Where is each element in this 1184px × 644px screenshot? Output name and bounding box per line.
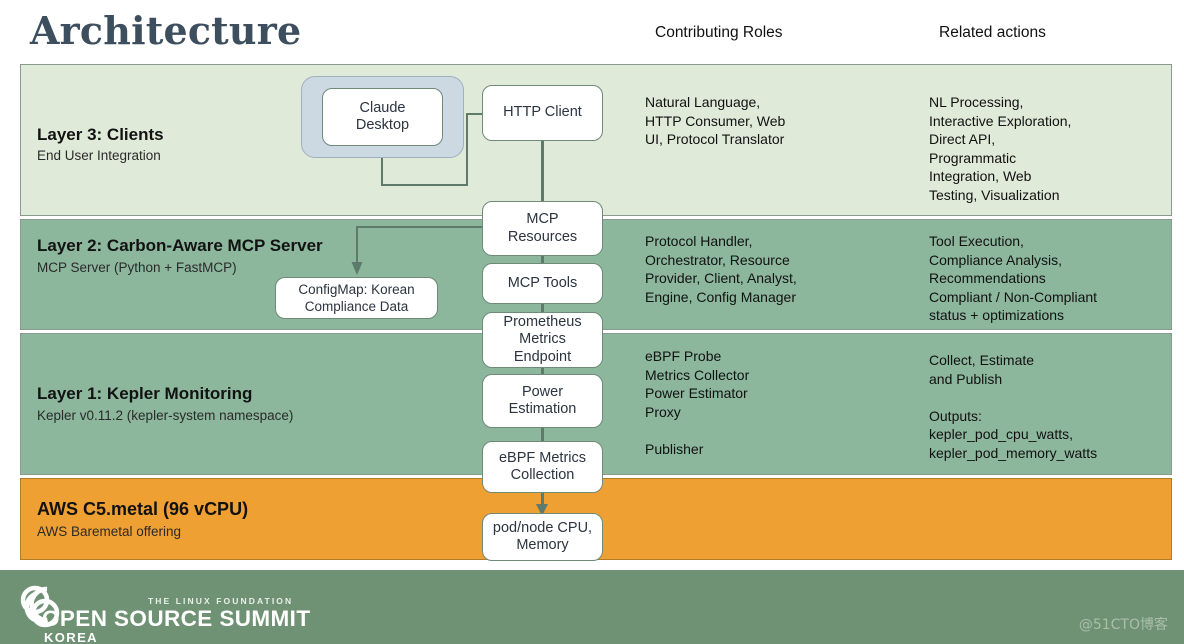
roles-text-layer-3: Natural Language, HTTP Consumer, Web UI,… xyxy=(645,94,786,148)
watermark: @51CTO博客 xyxy=(1078,617,1168,633)
roles-text-layer-1: eBPF Probe Metrics Collector Power Estim… xyxy=(645,348,750,457)
layer-subtitle-2: MCP Server (Python + FastMCP) xyxy=(37,260,237,275)
arrowhead-to-configmap xyxy=(351,262,363,275)
connector-claude-right xyxy=(381,184,468,186)
connector-tools-to-prometheus xyxy=(541,303,544,313)
node-prometheus-metrics-endpoint[interactable]: Prometheus Metrics Endpoint xyxy=(482,312,603,368)
connector-http-to-mcp-resources xyxy=(541,140,544,202)
logo-region-text: KOREA xyxy=(44,630,98,644)
node-mcp-tools[interactable]: MCP Tools xyxy=(482,263,603,304)
connector-power-to-ebpf xyxy=(541,427,544,442)
layer-title-1: Layer 1: Kepler Monitoring xyxy=(37,384,253,403)
connector-claude-up-to-http xyxy=(466,113,468,185)
page-title: Architecture xyxy=(30,8,302,53)
actions-text-layer-2: Tool Execution, Compliance Analysis, Rec… xyxy=(929,233,1098,324)
connector-claude-down xyxy=(381,146,383,186)
node-configmap-korean-compliance[interactable]: ConfigMap: Korean Compliance Data xyxy=(275,277,438,319)
logo-summit-text: OPEN SOURCE SUMMIT xyxy=(42,606,311,631)
layer-subtitle-1: Kepler v0.11.2 (kepler-system namespace) xyxy=(37,408,294,423)
layer-subtitle-0: AWS Baremetal offering xyxy=(37,524,182,539)
node-ebpf-metrics-collection[interactable]: eBPF Metrics Collection xyxy=(482,441,603,493)
layer-subtitle-3: End User Integration xyxy=(37,148,161,163)
connector-ebpf-to-podnode xyxy=(541,492,544,508)
connector-into-http-client xyxy=(466,113,484,115)
connector-configmap-horizontal xyxy=(356,226,484,228)
layer-title-2: Layer 2: Carbon-Aware MCP Server xyxy=(37,236,323,255)
open-source-summit-logo-icon xyxy=(20,585,60,628)
connector-prometheus-to-power xyxy=(541,367,544,375)
connector-resources-to-tools xyxy=(541,255,544,264)
layer-title-3: Layer 3: Clients xyxy=(37,125,164,144)
node-power-estimation[interactable]: Power Estimation xyxy=(482,374,603,428)
layer-title-0: AWS C5.metal (96 vCPU) xyxy=(37,499,249,519)
column-header-contributing-roles: Contributing Roles xyxy=(655,24,783,41)
roles-text-layer-2: Protocol Handler, Orchestrator, Resource… xyxy=(645,233,797,305)
footer-band: THE LINUX FOUNDATION OPEN SOURCE SUMMIT … xyxy=(0,570,1184,644)
connector-configmap-vertical xyxy=(356,226,358,266)
actions-text-layer-1: Collect, Estimate and Publish Outputs: k… xyxy=(929,352,1098,461)
column-header-related-actions: Related actions xyxy=(939,24,1046,41)
node-claude-desktop[interactable]: Claude Desktop xyxy=(322,88,443,146)
actions-text-layer-3: NL Processing, Interactive Exploration, … xyxy=(929,94,1072,203)
logo-linux-foundation-text: THE LINUX FOUNDATION xyxy=(148,596,294,606)
node-pod-node-cpu-memory[interactable]: pod/node CPU, Memory xyxy=(482,513,603,561)
arrowhead-to-podnode xyxy=(536,504,548,516)
node-http-client[interactable]: HTTP Client xyxy=(482,85,603,141)
node-mcp-resources[interactable]: MCP Resources xyxy=(482,201,603,256)
